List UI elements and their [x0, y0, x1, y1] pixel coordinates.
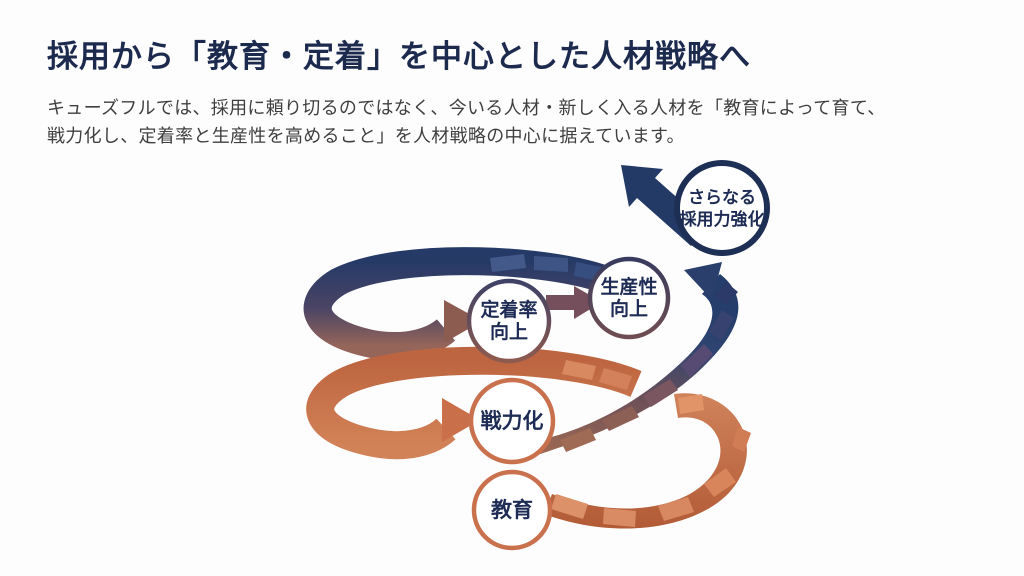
- productivity-to-recruit-arrow-icon: [684, 262, 722, 300]
- node-senryokuka: 戦力化: [468, 377, 556, 465]
- staircase-lower-band: [544, 393, 751, 529]
- page-title: 採用から「教育・定着」を中心とした人材戦略へ: [47, 39, 751, 74]
- step-tread: [562, 360, 596, 380]
- node-teichaku: 定着率 向上: [466, 278, 552, 364]
- node-saiyo-label-line1: さらなる: [688, 188, 756, 207]
- node-kyoiku: 教育: [471, 469, 553, 551]
- body-line-1: キューズフルでは、採用に頼り切るのではなく、今いる人材・新しく入る人材を「教育に…: [47, 98, 886, 119]
- step-tread: [678, 394, 704, 414]
- navy-loop-arrowhead-icon: [444, 300, 482, 343]
- slide-header: 採用から「教育・定着」を中心とした人材戦略へ キューズフルでは、採用に頼り切るの…: [47, 39, 987, 150]
- step-tread: [603, 508, 636, 527]
- node-teichaku-label-line2: 向上: [490, 320, 528, 343]
- staircase-upper-band: [534, 274, 739, 456]
- node-kyoiku-label: 教育: [491, 498, 533, 522]
- node-saiyo-label-line2: 採用力強化: [680, 209, 765, 229]
- node-senryokuka-circle: [468, 377, 556, 465]
- step-tread: [534, 256, 568, 272]
- step-tread: [714, 282, 738, 305]
- orange-loop-ribbon: [306, 346, 642, 460]
- step-tread: [602, 406, 639, 431]
- node-teichaku-label-line1: 定着率: [480, 298, 537, 321]
- node-seisansei-label-line2: 向上: [610, 297, 648, 320]
- step-tread: [490, 254, 526, 272]
- node-senryokuka-label: 戦力化: [481, 409, 544, 433]
- step-tread: [732, 427, 751, 452]
- node-seisansei-label-line1: 生産性: [600, 275, 657, 298]
- body-line-2: 戦力化し、定着率と生産性を高めること」を人材戦略の中心に据えています。: [47, 126, 685, 147]
- orange-loop-arrowhead-icon: [442, 398, 480, 442]
- step-tread: [709, 310, 734, 340]
- node-saiyo-circle: [674, 160, 770, 256]
- step-tread: [551, 494, 588, 519]
- step-tread: [704, 468, 736, 497]
- step-tread: [599, 368, 632, 390]
- step-tread: [681, 344, 713, 377]
- body-paragraph: キューズフルでは、採用に頼り切るのではなく、今いる人材・新しく入る人材を「教育に…: [47, 94, 987, 150]
- node-kyoiku-circle: [471, 469, 553, 551]
- node-seisansei: 生産性 向上: [587, 256, 671, 340]
- node-seisansei-circle: [587, 256, 671, 340]
- node-teichaku-circle: [466, 278, 552, 364]
- node-saiyo: さらなる 採用力強化: [674, 160, 770, 256]
- step-tread: [560, 428, 596, 452]
- step-tread: [643, 379, 678, 407]
- step-tread: [658, 497, 694, 521]
